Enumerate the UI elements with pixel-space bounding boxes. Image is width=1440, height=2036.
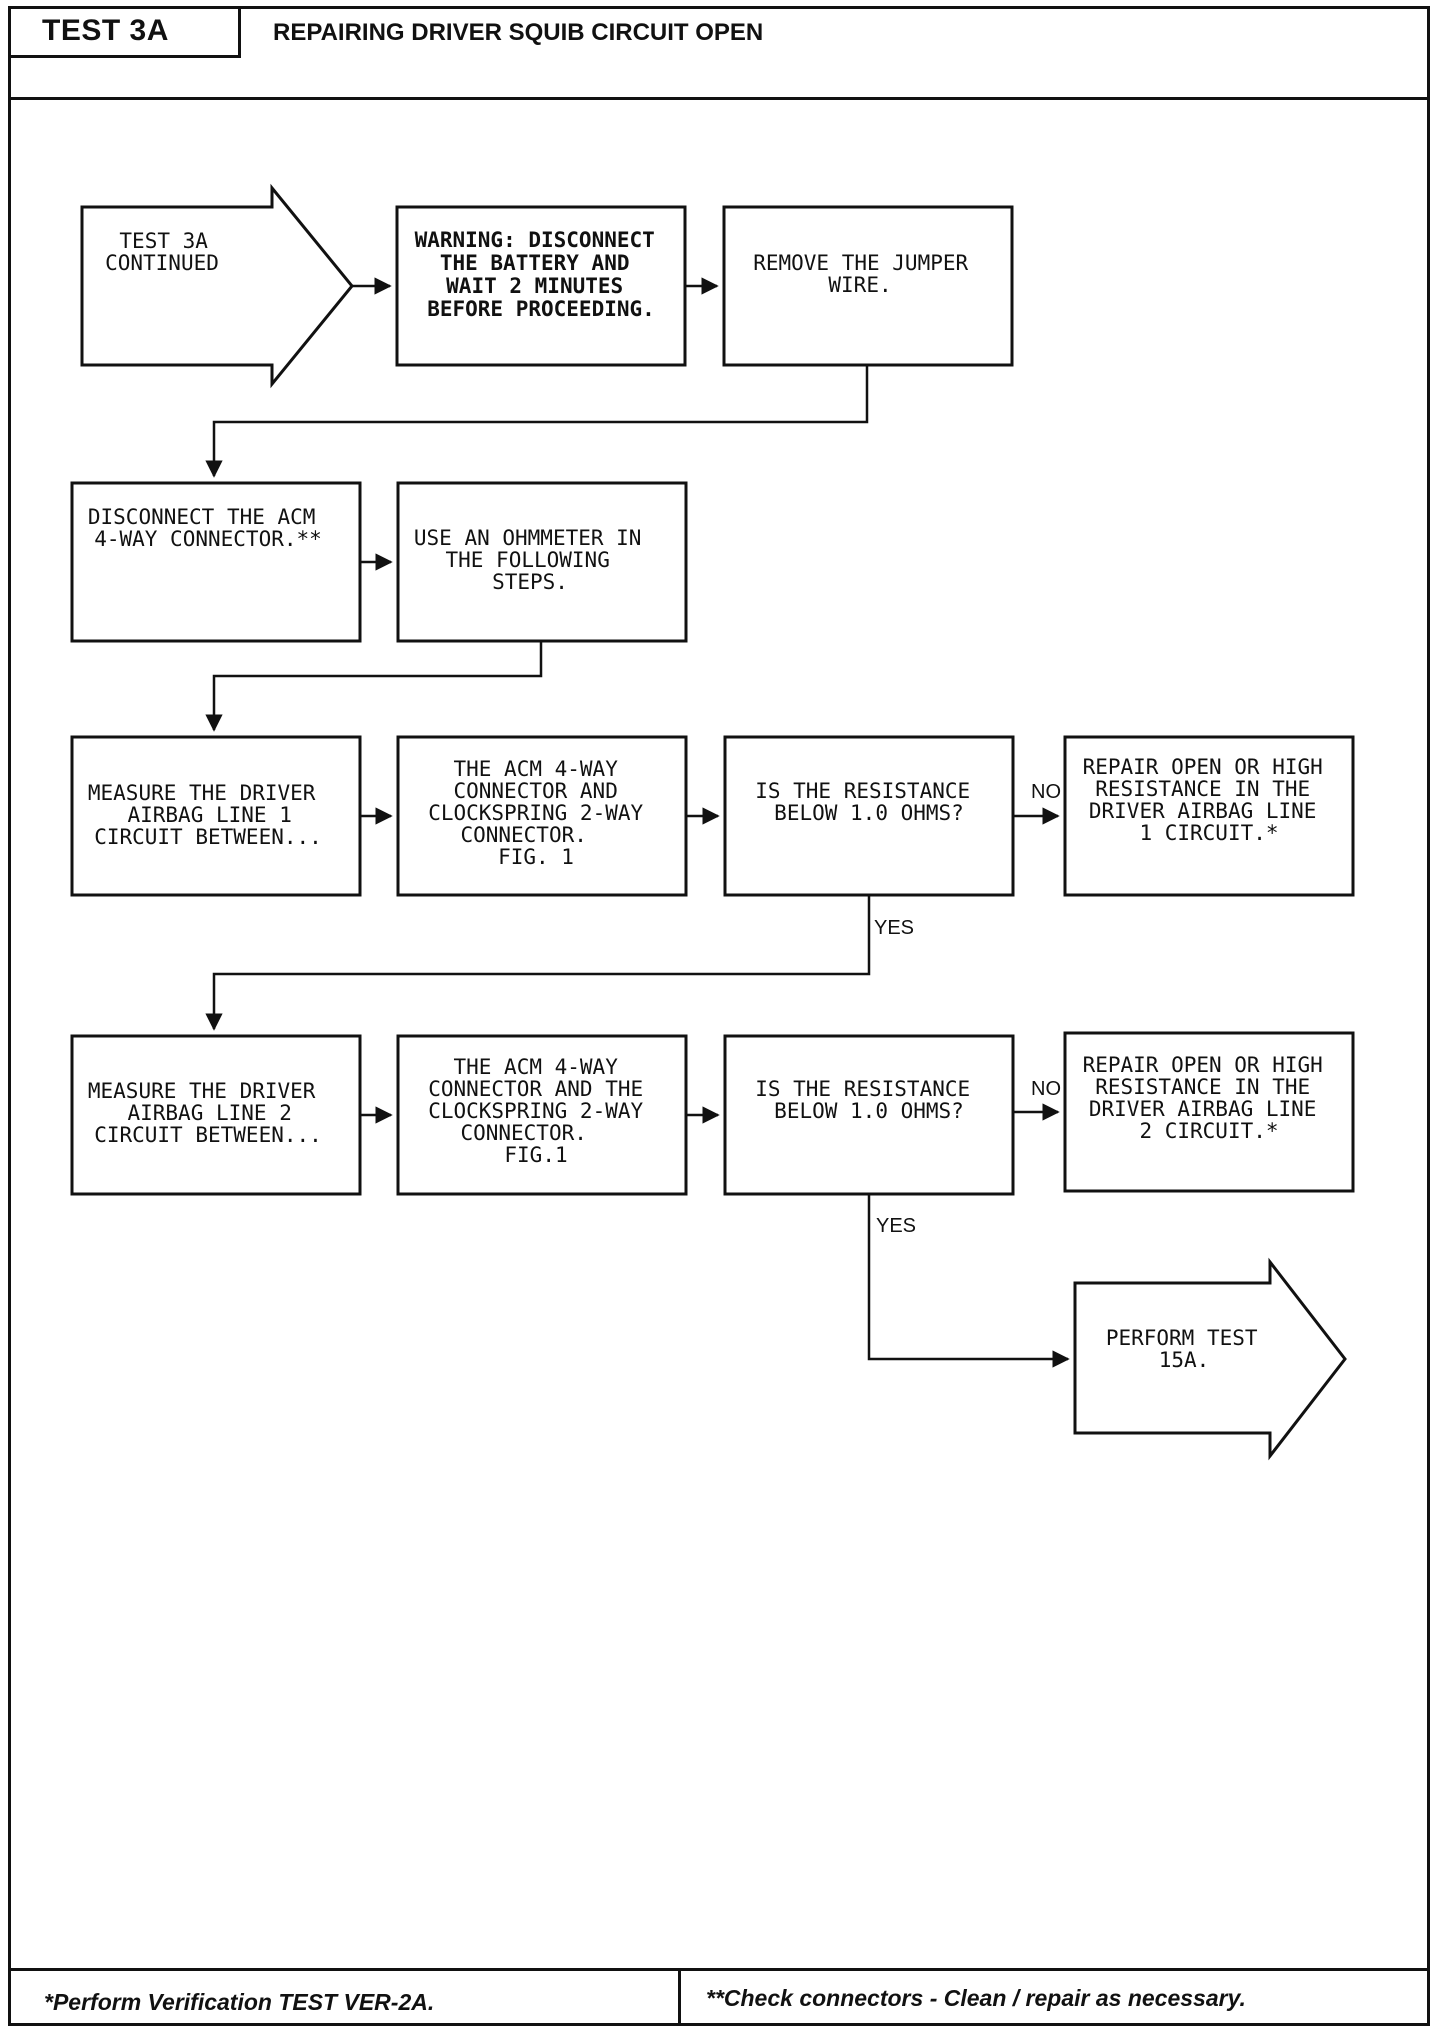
node-use-ohmmeter-line-1: USE AN OHMMETER IN xyxy=(414,526,642,550)
header: TEST 3A REPAIRING DRIVER SQUIB CIRCUIT O… xyxy=(8,6,1430,100)
node-check-resistance-2-text: IS THE RESISTANCE BELOW 1.0 OHMS? xyxy=(755,1077,983,1123)
node-disconnect-acm-text: DISCONNECT THE ACM 4-WAY CONNECTOR.** xyxy=(88,505,328,551)
test-id: TEST 3A xyxy=(42,14,169,47)
node-acm-clockspring-1-line-3: CLOCKSPRING 2-WAY xyxy=(428,801,643,825)
node-acm-clockspring-2-line-3: CLOCKSPRING 2-WAY xyxy=(428,1099,643,1123)
node-measure-line1-line-2: AIRBAG LINE 1 xyxy=(127,803,291,827)
node-check-resistance-2: IS THE RESISTANCE BELOW 1.0 OHMS? xyxy=(723,1034,1015,1196)
node-perform-test: PERFORM TEST 15A. xyxy=(1073,1257,1347,1461)
node-measure-line2-line-3: CIRCUIT BETWEEN... xyxy=(94,1123,322,1147)
node-measure-line1-line-1: MEASURE THE DRIVER xyxy=(88,781,316,805)
node-warning-text: WARNING: DISCONNECT THE BATTERY AND WAIT… xyxy=(415,228,668,321)
node-remove-jumper: REMOVE THE JUMPER WIRE. xyxy=(722,205,1014,367)
node-start: TEST 3A CONTINUED xyxy=(80,183,354,389)
node-warning-line-1: WARNING: DISCONNECT xyxy=(415,228,655,252)
node-check-resistance-1-line-2: BELOW 1.0 OHMS? xyxy=(774,801,964,825)
node-acm-clockspring-1: THE ACM 4-WAY CONNECTOR AND CLOCKSPRING … xyxy=(396,735,688,897)
node-check-resistance-1-text: IS THE RESISTANCE BELOW 1.0 OHMS? xyxy=(755,779,983,825)
node-repair-line1-line-3: DRIVER AIRBAG LINE xyxy=(1089,799,1317,823)
node-repair-line2-line-1: REPAIR OPEN OR HIGH xyxy=(1083,1053,1323,1077)
node-disconnect-acm-line-2: 4-WAY CONNECTOR.** xyxy=(94,527,322,551)
node-remove-jumper-line-2: WIRE. xyxy=(828,273,891,297)
node-remove-jumper-text: REMOVE THE JUMPER WIRE. xyxy=(753,251,981,297)
node-acm-clockspring-2-line-2: CONNECTOR AND THE xyxy=(428,1077,643,1101)
node-check-resistance-2-line-2: BELOW 1.0 OHMS? xyxy=(774,1099,964,1123)
node-repair-line2: REPAIR OPEN OR HIGH RESISTANCE IN THE DR… xyxy=(1063,1031,1355,1193)
connector-remove-disconnect xyxy=(205,365,869,478)
node-repair-line2-text: REPAIR OPEN OR HIGH RESISTANCE IN THE DR… xyxy=(1083,1053,1336,1143)
test-id-cell: TEST 3A xyxy=(8,6,241,58)
branch-label-yes-1: YES xyxy=(874,917,914,939)
node-repair-line1-text: REPAIR OPEN OR HIGH RESISTANCE IN THE DR… xyxy=(1083,755,1336,845)
node-start-line-2: CONTINUED xyxy=(105,251,219,275)
node-acm-clockspring-1-text: THE ACM 4-WAY CONNECTOR AND CLOCKSPRING … xyxy=(428,757,656,869)
connector-ohmmeter-measure1 xyxy=(205,641,543,732)
node-use-ohmmeter-line-2: THE FOLLOWING xyxy=(445,548,609,572)
branch-label-no-2: NO xyxy=(1031,1078,1061,1100)
node-check-resistance-1-line-1: IS THE RESISTANCE xyxy=(755,779,970,803)
node-use-ohmmeter-line-3: STEPS. xyxy=(492,570,568,594)
node-acm-clockspring-2-line-1: THE ACM 4-WAY xyxy=(453,1055,618,1079)
node-perform-test-text: PERFORM TEST 15A. xyxy=(1106,1326,1270,1372)
node-warning-line-4: BEFORE PROCEEDING. xyxy=(427,297,655,321)
node-measure-line1-text: MEASURE THE DRIVER AIRBAG LINE 1 CIRCUIT… xyxy=(88,781,328,849)
node-acm-clockspring-1-line-1: THE ACM 4-WAY xyxy=(453,757,618,781)
node-use-ohmmeter: USE AN OHMMETER IN THE FOLLOWING STEPS. xyxy=(396,481,688,643)
node-warning: WARNING: DISCONNECT THE BATTERY AND WAIT… xyxy=(395,205,687,367)
node-check-resistance-1: IS THE RESISTANCE BELOW 1.0 OHMS? xyxy=(723,735,1015,897)
branch-label-yes-2: YES xyxy=(876,1215,916,1237)
node-warning-line-3: WAIT 2 MINUTES xyxy=(446,274,623,298)
node-measure-line1-line-3: CIRCUIT BETWEEN... xyxy=(94,825,322,849)
node-perform-test-line-1: PERFORM TEST xyxy=(1106,1326,1258,1350)
footer: *Perform Verification TEST VER-2A. **Che… xyxy=(8,1968,1430,2026)
node-acm-clockspring-2: THE ACM 4-WAY CONNECTOR AND THE CLOCKSPR… xyxy=(396,1034,688,1196)
node-repair-line1-line-1: REPAIR OPEN OR HIGH xyxy=(1083,755,1323,779)
node-repair-line2-line-4: 2 CIRCUIT.* xyxy=(1139,1119,1278,1143)
node-disconnect-acm-line-1: DISCONNECT THE ACM xyxy=(88,505,316,529)
node-measure-line2-line-1: MEASURE THE DRIVER xyxy=(88,1079,316,1103)
node-measure-line2-text: MEASURE THE DRIVER AIRBAG LINE 2 CIRCUIT… xyxy=(88,1079,328,1147)
node-acm-clockspring-1-line-5: FIG. 1 xyxy=(498,845,574,869)
connector-check1-measure2 xyxy=(205,895,871,1031)
node-start-text: TEST 3A CONTINUED xyxy=(105,229,220,275)
node-warning-line-2: THE BATTERY AND xyxy=(440,251,630,275)
node-perform-test-line-2: 15A. xyxy=(1159,1348,1210,1372)
node-measure-line1: MEASURE THE DRIVER AIRBAG LINE 1 CIRCUIT… xyxy=(70,735,362,897)
node-repair-line1-line-2: RESISTANCE IN THE xyxy=(1095,777,1310,801)
node-measure-line2: MEASURE THE DRIVER AIRBAG LINE 2 CIRCUIT… xyxy=(70,1034,362,1196)
node-repair-line1: REPAIR OPEN OR HIGH RESISTANCE IN THE DR… xyxy=(1063,735,1355,897)
node-acm-clockspring-2-line-4: CONNECTOR. xyxy=(460,1121,586,1145)
node-measure-line2-line-2: AIRBAG LINE 2 xyxy=(127,1101,291,1125)
node-repair-line1-line-4: 1 CIRCUIT.* xyxy=(1139,821,1278,845)
node-acm-clockspring-1-line-2: CONNECTOR AND xyxy=(453,779,617,803)
node-remove-jumper-line-1: REMOVE THE JUMPER xyxy=(753,251,968,275)
footnote-connectors: **Check connectors - Clean / repair as n… xyxy=(706,1985,1246,2011)
connector-check2-perform xyxy=(867,1194,1070,1368)
branch-label-no-1: NO xyxy=(1031,781,1061,803)
node-start-line-1: TEST 3A xyxy=(119,229,208,253)
page-frame xyxy=(8,6,1430,2026)
node-disconnect-acm: DISCONNECT THE ACM 4-WAY CONNECTOR.** xyxy=(70,481,362,643)
node-acm-clockspring-2-line-5: FIG.1 xyxy=(504,1143,567,1167)
footer-divider xyxy=(678,1971,681,2026)
page-title: REPAIRING DRIVER SQUIB CIRCUIT OPEN xyxy=(273,19,764,46)
node-repair-line2-line-2: RESISTANCE IN THE xyxy=(1095,1075,1310,1099)
node-use-ohmmeter-text: USE AN OHMMETER IN THE FOLLOWING STEPS. xyxy=(414,526,654,594)
node-check-resistance-2-line-1: IS THE RESISTANCE xyxy=(755,1077,970,1101)
footnote-verification: *Perform Verification TEST VER-2A. xyxy=(44,1989,435,2015)
node-acm-clockspring-1-line-4: CONNECTOR. xyxy=(460,823,586,847)
node-acm-clockspring-2-text: THE ACM 4-WAY CONNECTOR AND THE CLOCKSPR… xyxy=(428,1055,656,1167)
node-repair-line2-line-3: DRIVER AIRBAG LINE xyxy=(1089,1097,1317,1121)
